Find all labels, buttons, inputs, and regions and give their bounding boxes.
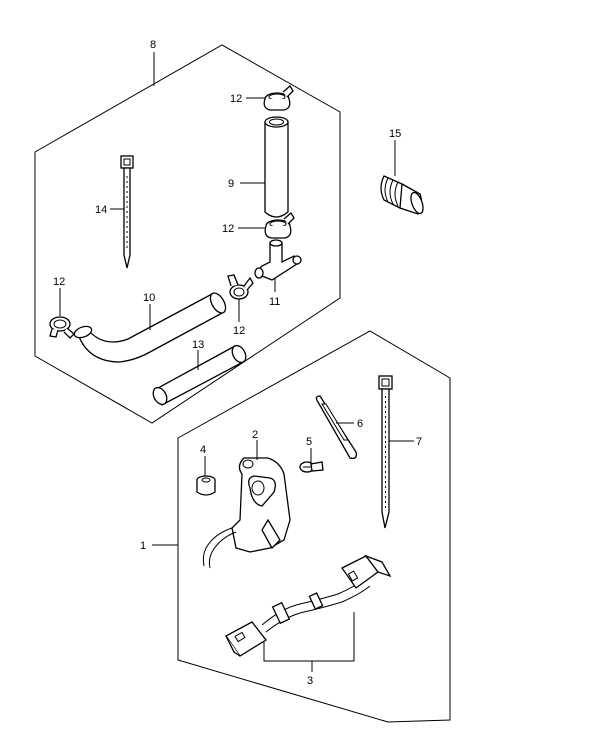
callout-4: 4 bbox=[200, 444, 206, 456]
callout-13: 13 bbox=[192, 339, 204, 351]
callout-15: 15 bbox=[389, 128, 401, 140]
fuel-hose-bent bbox=[73, 292, 227, 363]
callout-11: 11 bbox=[269, 296, 280, 308]
wire-harness bbox=[225, 554, 392, 657]
callout-12c: 12 bbox=[233, 325, 245, 337]
hose-clip-middle bbox=[264, 212, 295, 239]
hose-fitting bbox=[380, 175, 424, 215]
callout-14: 14 bbox=[95, 204, 107, 216]
cable-tie-lower bbox=[378, 375, 393, 529]
kit-outline-upper bbox=[34, 44, 341, 424]
sensor-bracket bbox=[202, 457, 291, 569]
callout-8: 8 bbox=[150, 39, 156, 51]
cable-tie-upper bbox=[120, 155, 134, 269]
bolt bbox=[196, 475, 216, 496]
callout-12d: 12 bbox=[53, 276, 65, 288]
fuel-hose-straight bbox=[152, 344, 247, 406]
callout-12b: 12 bbox=[222, 223, 234, 235]
hose-clip-right bbox=[227, 274, 254, 300]
callout-12a: 12 bbox=[230, 93, 242, 105]
fuel-hose-short bbox=[264, 116, 289, 218]
callout-5: 5 bbox=[306, 436, 312, 448]
callout-7: 7 bbox=[416, 436, 422, 448]
callout-1: 1 bbox=[140, 540, 146, 552]
callout-3: 3 bbox=[307, 675, 313, 687]
screw bbox=[299, 461, 324, 473]
t-joint bbox=[254, 239, 302, 281]
strap-clamp bbox=[315, 395, 358, 460]
callout-9: 9 bbox=[228, 178, 234, 190]
hose-clip-top bbox=[263, 85, 294, 111]
hose-clip-left bbox=[49, 316, 75, 339]
leader-3-bracket bbox=[263, 612, 355, 662]
kit-outline-lower bbox=[177, 330, 451, 723]
callout-6: 6 bbox=[357, 418, 363, 430]
callout-2: 2 bbox=[252, 429, 258, 441]
callout-10: 10 bbox=[143, 292, 155, 304]
